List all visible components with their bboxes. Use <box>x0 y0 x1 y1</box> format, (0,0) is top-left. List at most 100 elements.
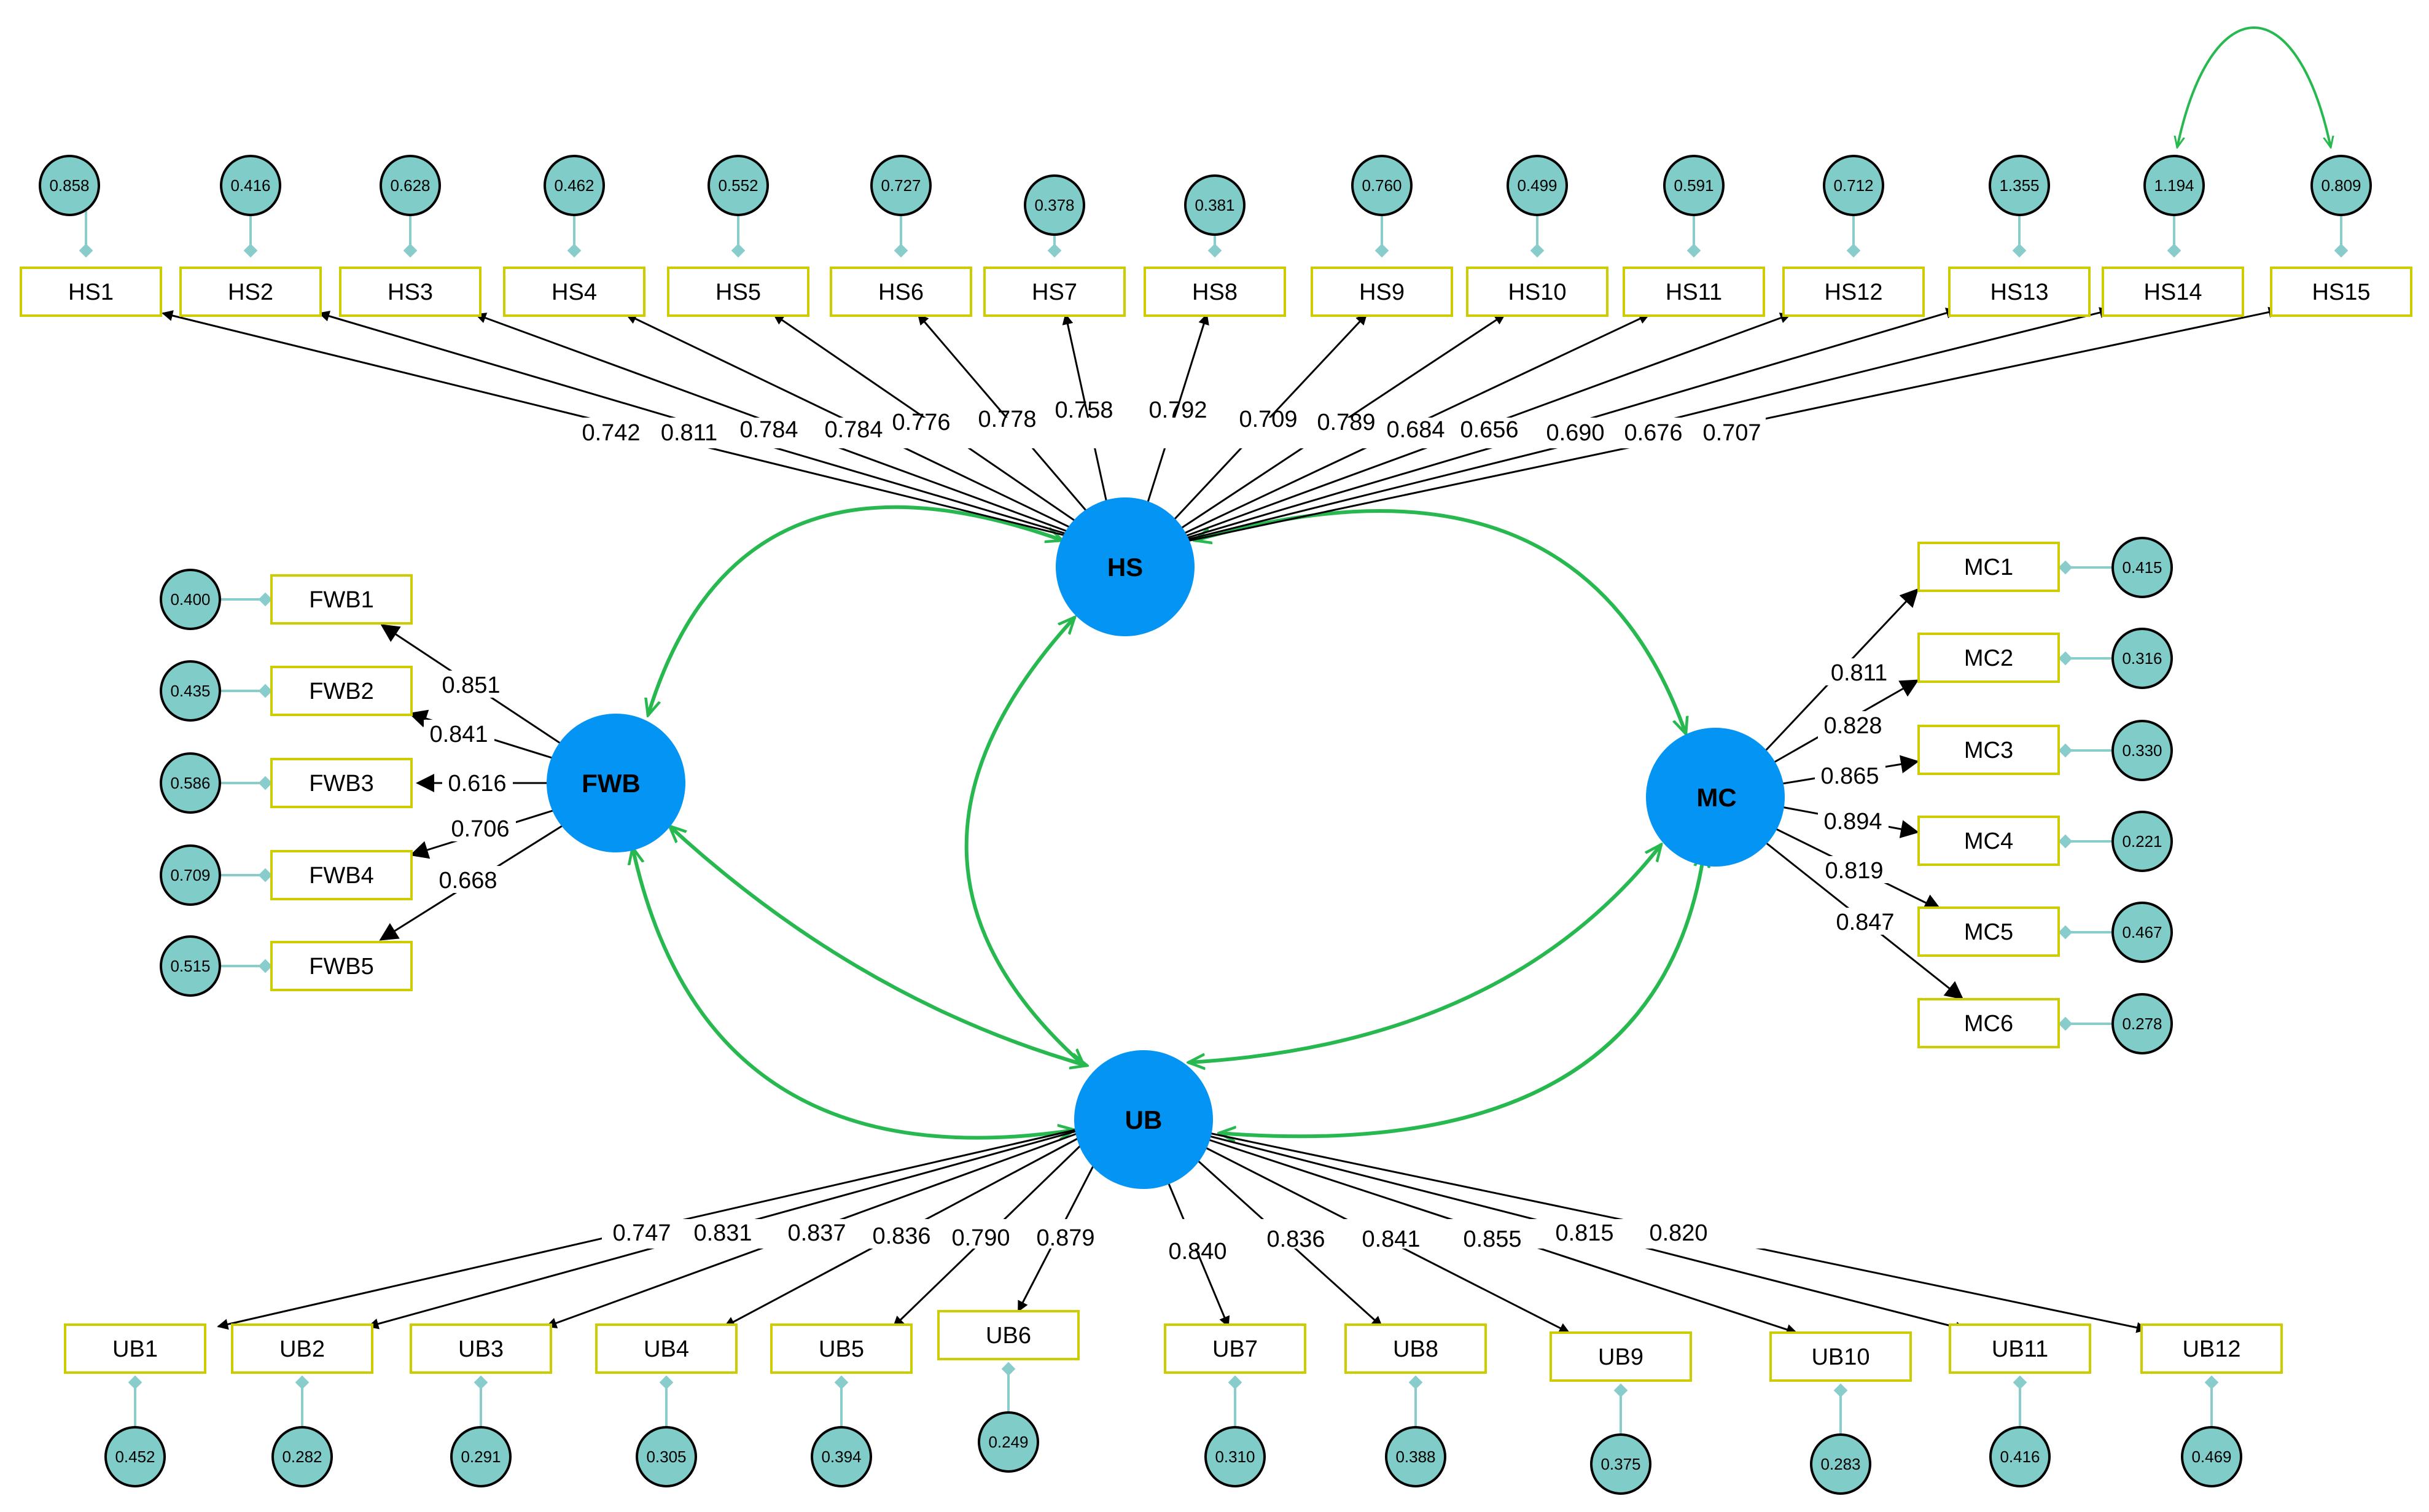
error-circle-fwb5 <box>160 935 221 997</box>
indicator-label-ub9: UB9 <box>1598 1344 1643 1370</box>
indicator-ub5[interactable]: UB5 0.394 <box>770 1323 913 1487</box>
indicator-label-ub2: UB2 <box>279 1336 325 1362</box>
loading-label-mc6: 0.847 <box>1836 910 1894 935</box>
error-circle-ub4 <box>636 1426 697 1487</box>
indicator-mc3[interactable]: 0.330 MC3 <box>1917 720 2173 781</box>
indicator-ub2[interactable]: UB2 0.282 <box>231 1323 373 1487</box>
error-value-mc6: 0.278 <box>2122 1015 2162 1033</box>
indicator-label-hs7: HS7 <box>1032 279 1077 305</box>
indicator-hs9[interactable]: 0.760 HS9 <box>1311 155 1453 317</box>
indicator-ub10[interactable]: UB10 0.283 <box>1769 1331 1912 1495</box>
error-circle-mc2 <box>2111 628 2173 689</box>
indicator-fwb5[interactable]: 0.515 FWB5 <box>160 935 413 997</box>
error-circle-mc5 <box>2111 902 2173 963</box>
indicator-label-fwb5: FWB5 <box>309 954 374 980</box>
fwb-indicators: 0.400 FWB1 0.435 FWB2 0.586 FWB3 0.709 <box>160 569 413 997</box>
indicator-ub9[interactable]: UB9 0.375 <box>1550 1331 1692 1495</box>
indicator-label-hs6: HS6 <box>878 279 924 305</box>
hs-indicators: 0.858 HS1 0.416 HS2 0.628 HS3 0.462 H <box>20 155 2412 317</box>
loading-label-ub1: 0.747 <box>612 1220 671 1246</box>
indicator-label-ub11: UB11 <box>1992 1336 2048 1362</box>
indicator-mc2[interactable]: 0.316 MC2 <box>1917 628 2173 689</box>
error-value-hs5: 0.552 <box>718 176 758 195</box>
error-value-ub5: 0.394 <box>821 1448 861 1466</box>
indicator-hs10[interactable]: 0.499 HS10 <box>1466 155 1608 317</box>
indicator-ub11[interactable]: UB11 0.416 <box>1949 1323 2091 1487</box>
indicator-label-hs8: HS8 <box>1192 279 1238 305</box>
error-value-hs10: 0.499 <box>1517 176 1557 195</box>
indicator-fwb4[interactable]: 0.709 FWB4 <box>160 844 413 906</box>
indicator-label-hs12: HS12 <box>1824 279 1882 305</box>
latent-label-mc: MC <box>1696 783 1736 812</box>
error-circle-mc1 <box>2111 537 2173 598</box>
latent-ub[interactable]: UB <box>1074 1050 1213 1189</box>
error-circle-ub12 <box>2181 1426 2242 1487</box>
loading-label-ub10: 0.855 <box>1463 1226 1521 1252</box>
indicator-mc1[interactable]: 0.415 MC1 <box>1917 537 2173 598</box>
error-value-hs14: 1.194 <box>2154 176 2194 195</box>
indicator-hs15[interactable]: 0.809 HS15 <box>2270 155 2412 317</box>
indicator-mc5[interactable]: 0.467 MC5 <box>1917 902 2173 963</box>
latent-fwb[interactable]: FWB <box>547 714 685 852</box>
error-circle-ub8 <box>1385 1426 1446 1487</box>
indicator-label-hs2: HS2 <box>228 279 273 305</box>
error-value-ub10: 0.283 <box>1820 1455 1860 1473</box>
latent-hs[interactable]: HS <box>1056 497 1195 636</box>
error-circle-hs13 <box>1989 155 2050 216</box>
indicator-hs12[interactable]: 0.712 HS12 <box>1782 155 1925 317</box>
indicator-hs5[interactable]: 0.552 HS5 <box>667 155 809 317</box>
indicator-hs13[interactable]: 1.355 HS13 <box>1948 155 2091 317</box>
indicator-hs1[interactable]: 0.858 HS1 <box>20 155 162 317</box>
loading-label-fwb1: 0.851 <box>442 672 500 698</box>
error-circle-fwb3 <box>160 752 221 814</box>
error-circle-fwb4 <box>160 844 221 906</box>
indicator-hs14[interactable]: 1.194 HS14 <box>2102 155 2244 317</box>
indicator-hs11[interactable]: 0.591 HS11 <box>1623 155 1765 317</box>
loading-label-fwb3: 0.616 <box>448 771 506 797</box>
indicator-label-hs13: HS13 <box>1990 279 2048 305</box>
loading-label-fwb4: 0.706 <box>451 816 509 842</box>
indicator-ub12[interactable]: UB12 0.469 <box>2140 1323 2283 1487</box>
loading-label-hs13: 0.690 <box>1546 420 1604 446</box>
indicator-mc6[interactable]: 0.278 MC6 <box>1917 993 2173 1054</box>
indicator-label-mc5: MC5 <box>1964 919 2013 945</box>
indicator-hs4[interactable]: 0.462 HS4 <box>503 155 645 317</box>
error-value-ub8: 0.388 <box>1395 1448 1435 1466</box>
loading-label-hs3: 0.784 <box>739 417 798 443</box>
indicator-mc4[interactable]: 0.221 MC4 <box>1917 811 2173 872</box>
error-circle-hs8 <box>1184 174 1246 236</box>
loading-arrow-ub7 <box>1167 1182 1230 1328</box>
indicator-label-hs10: HS10 <box>1508 279 1566 305</box>
error-value-ub7: 0.310 <box>1215 1448 1255 1466</box>
latent-mc[interactable]: MC <box>1646 728 1785 867</box>
error-value-hs11: 0.591 <box>1674 176 1714 195</box>
indicator-fwb2[interactable]: 0.435 FWB2 <box>160 660 413 722</box>
indicator-hs8[interactable]: 0.381 HS8 <box>1144 174 1286 317</box>
indicator-hs3[interactable]: 0.628 HS3 <box>339 155 482 317</box>
loading-label-ub3: 0.837 <box>787 1220 846 1246</box>
indicator-ub3[interactable]: UB3 0.291 <box>410 1323 552 1487</box>
indicator-label-ub3: UB3 <box>458 1336 504 1362</box>
indicator-ub8[interactable]: UB8 0.388 <box>1344 1323 1487 1487</box>
indicator-hs6[interactable]: 0.727 HS6 <box>830 155 972 317</box>
error-circle-mc4 <box>2111 811 2173 872</box>
error-circle-hs6 <box>870 155 932 216</box>
error-circle-ub6 <box>978 1411 1039 1473</box>
indicator-ub7[interactable]: UB7 0.310 <box>1164 1323 1306 1487</box>
loading-label-ub6: 0.879 <box>1036 1225 1094 1251</box>
error-value-hs13: 1.355 <box>1999 176 2039 195</box>
indicator-ub4[interactable]: UB4 0.305 <box>595 1323 738 1487</box>
loading-label-fwb5: 0.668 <box>439 868 497 894</box>
indicator-hs7[interactable]: 0.378 HS7 <box>983 174 1126 317</box>
indicator-label-ub12: UB12 <box>2182 1336 2240 1362</box>
indicator-fwb1[interactable]: 0.400 FWB1 <box>160 569 413 630</box>
indicator-ub1[interactable]: UB1 0.452 <box>64 1323 206 1487</box>
loading-label-hs9: 0.709 <box>1239 407 1297 432</box>
indicator-fwb3[interactable]: 0.586 FWB3 <box>160 752 413 814</box>
indicator-label-ub6: UB6 <box>986 1323 1031 1349</box>
indicator-ub6[interactable]: UB6 0.249 <box>937 1310 1080 1473</box>
loading-label-hs7: 0.758 <box>1055 397 1113 423</box>
indicator-label-hs5: HS5 <box>715 279 761 305</box>
error-value-hs4: 0.462 <box>554 176 594 195</box>
indicator-hs2[interactable]: 0.416 HS2 <box>179 155 322 317</box>
